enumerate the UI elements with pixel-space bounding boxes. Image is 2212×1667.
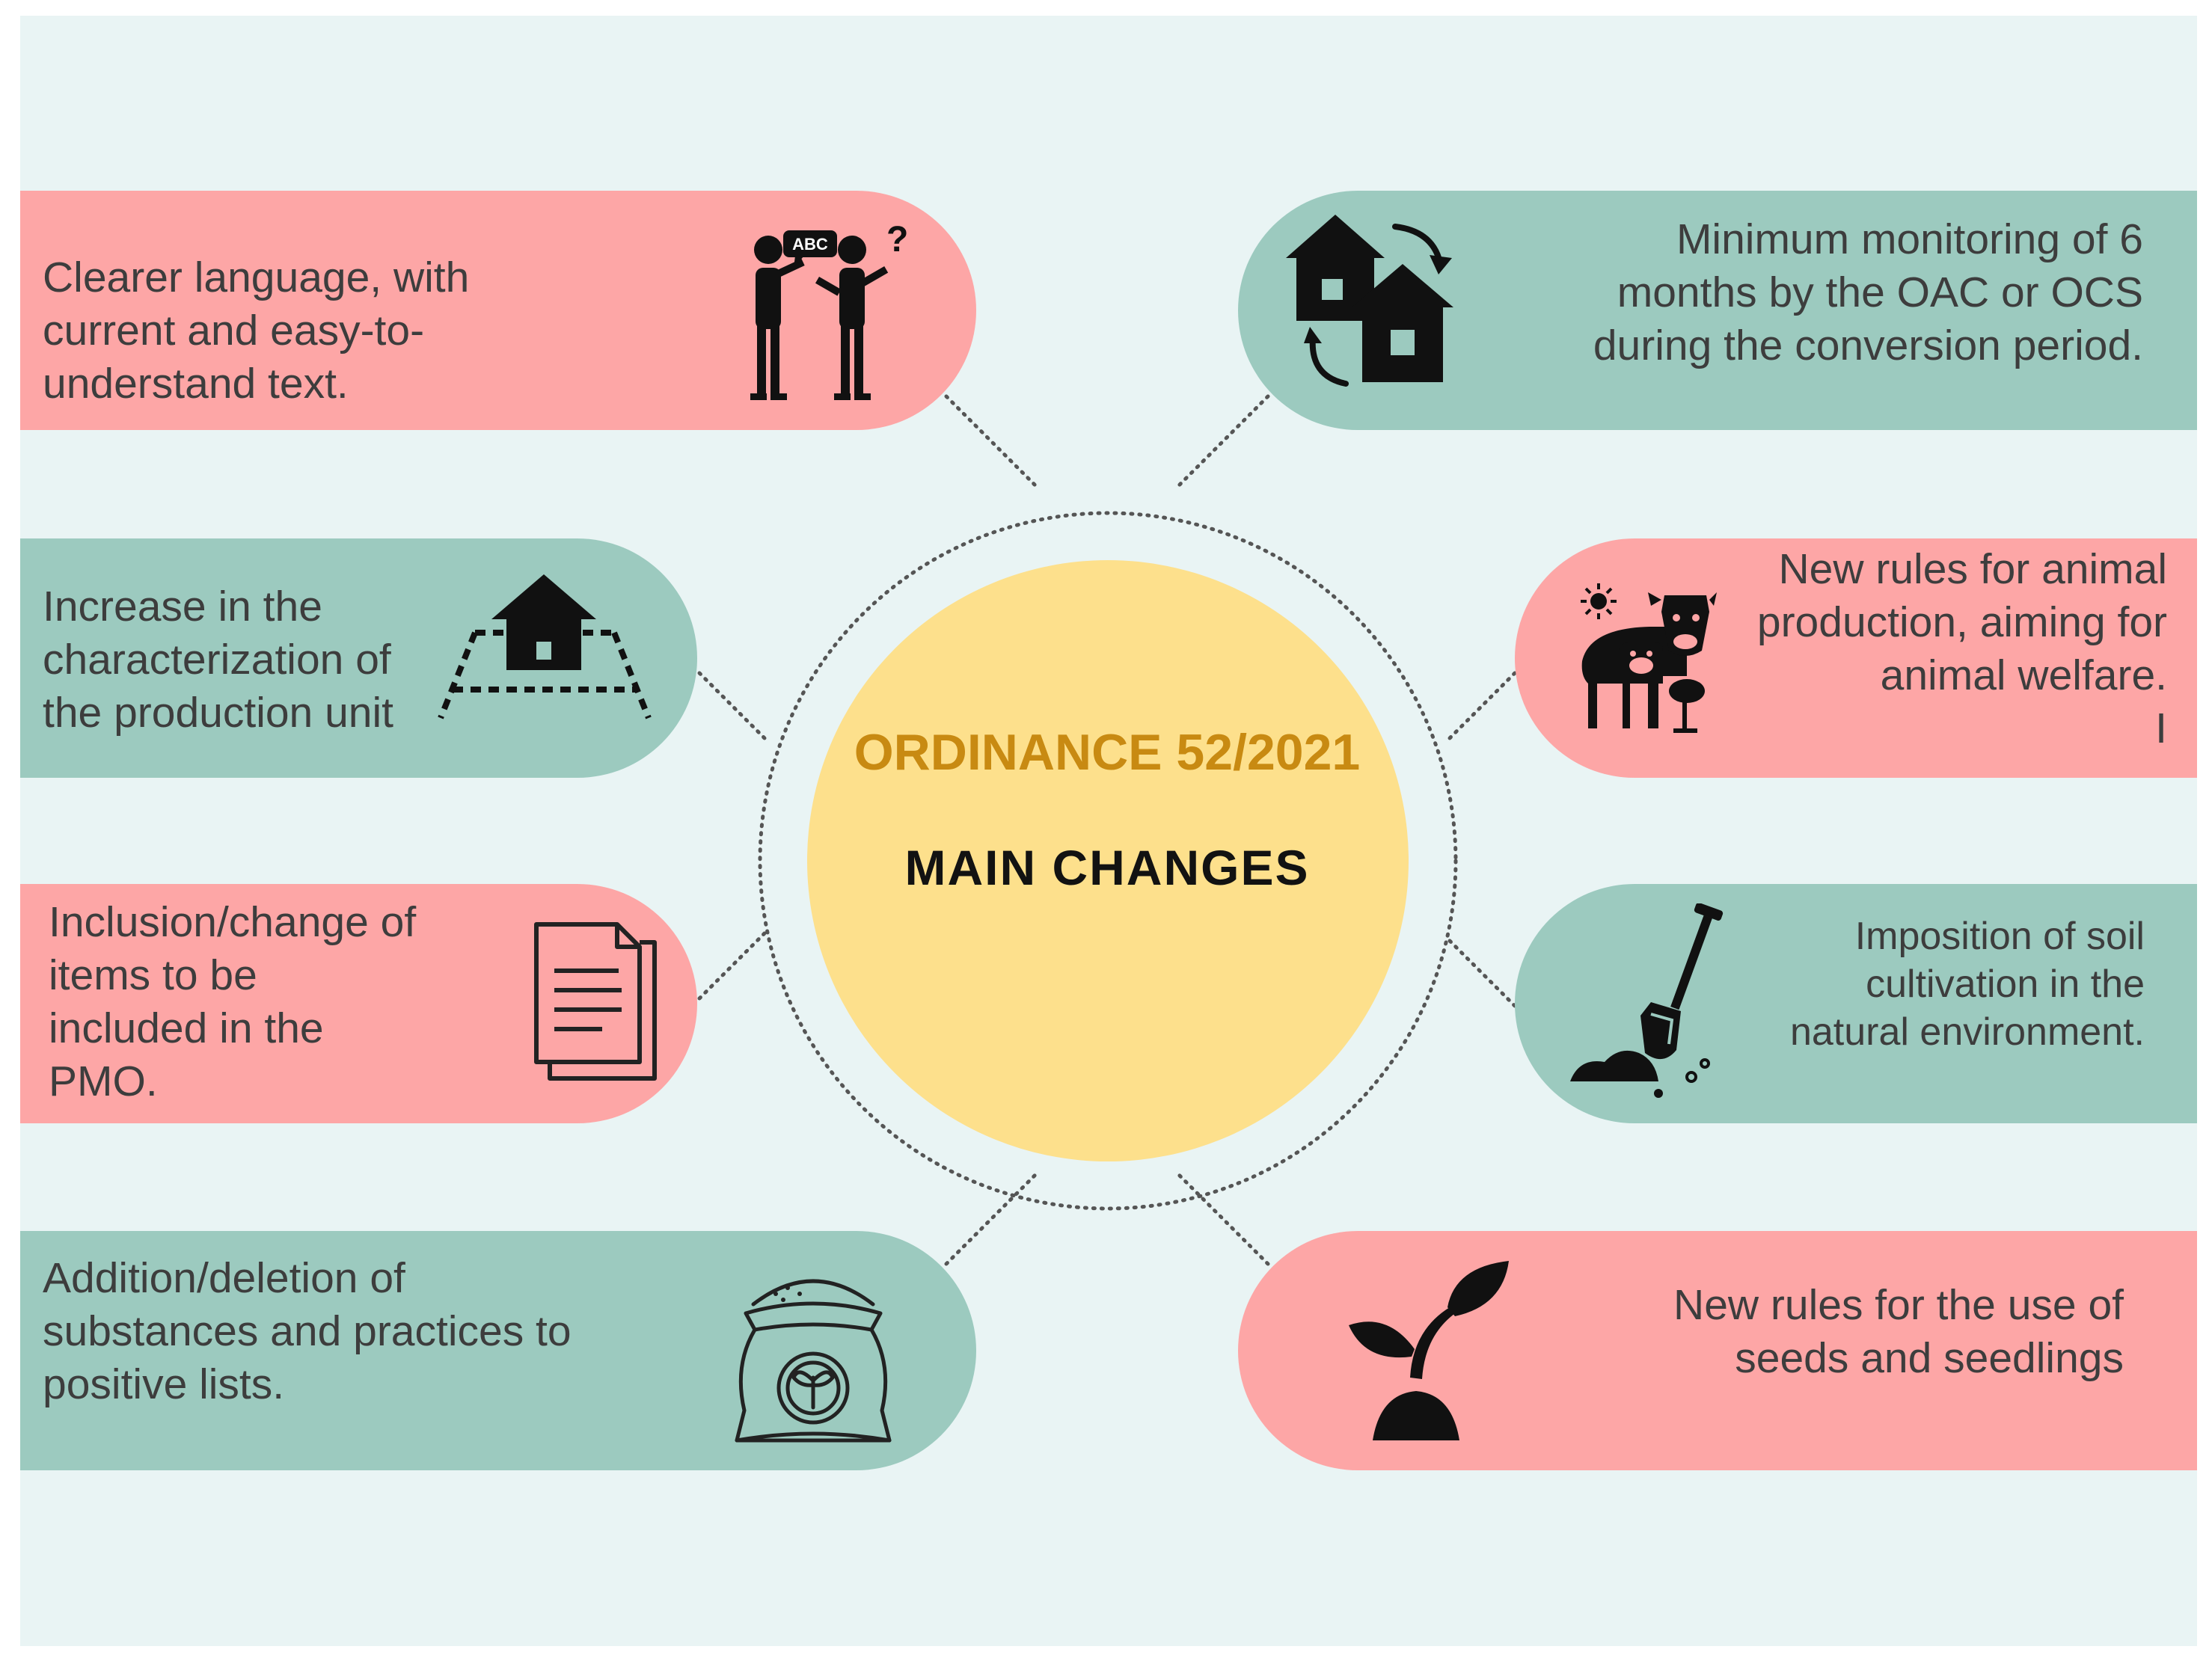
svg-text:?: ?	[886, 224, 908, 260]
change-item-positive-lists: Addition/deletion of substances and prac…	[20, 1231, 976, 1470]
change-item-animal-welfare: New rules for animal production, aiming …	[1515, 538, 2197, 778]
change-item-monitoring: Minimum monitoring of 6 months by the OA…	[1238, 191, 2197, 430]
item-text: Addition/deletion of substances and prac…	[43, 1254, 572, 1408]
item-text: Inclusion/change of items to be included…	[49, 898, 417, 1105]
seedling-icon	[1349, 1261, 1509, 1440]
change-item-soil-cultivation: Imposition of soil cultivation in the na…	[1515, 884, 2197, 1123]
houses-cycle-icon	[1286, 215, 1453, 387]
change-item-clearer-language: Clearer language, with current and easy-…	[20, 191, 976, 430]
change-item-seeds-seedlings: New rules for the use of seeds and seedl…	[1238, 1231, 2197, 1470]
fertilizer-sack-icon	[735, 1279, 892, 1443]
item-text: New rules for animal production, aiming …	[1756, 545, 2167, 752]
item-text: Increase in the characterization of the …	[43, 583, 393, 737]
item-text: Clearer language, with current and easy-…	[43, 254, 470, 408]
people-conversation-icon: ABC ?	[750, 224, 908, 400]
document-icon	[534, 922, 657, 1081]
item-text: Minimum monitoring of 6 months by the OA…	[1593, 215, 2143, 369]
house-plot-icon	[438, 574, 652, 719]
change-item-production-unit: Increase in the characterization of the …	[20, 538, 697, 778]
diagram-title: ORDINANCE 52/2021	[854, 724, 1361, 781]
shovel-soil-icon	[1570, 903, 1724, 1098]
item-text: Imposition of soil cultivation in the na…	[1789, 915, 2145, 1054]
diagram-subtitle: MAIN CHANGES	[904, 840, 1310, 895]
change-item-pmo-items: Inclusion/change of items to be included…	[20, 884, 697, 1123]
item-text: New rules for the use of seeds and seedl…	[1673, 1281, 2124, 1382]
farm-animals-icon	[1581, 583, 1717, 733]
svg-text:ABC: ABC	[792, 235, 828, 254]
